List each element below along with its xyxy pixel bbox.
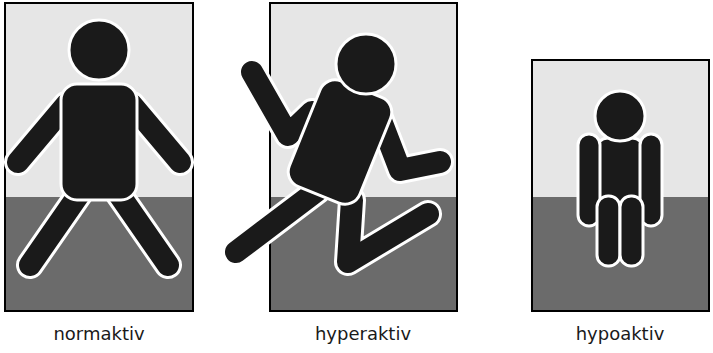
- panel-normaktiv: [5, 3, 193, 311]
- panel-hypoaktiv: [532, 60, 709, 311]
- panel-label: normaktiv: [53, 323, 144, 345]
- panel-label: hyperaktiv: [315, 323, 411, 345]
- panel-hyperaktiv: [236, 3, 457, 311]
- panel-label: hypoaktiv: [576, 323, 665, 345]
